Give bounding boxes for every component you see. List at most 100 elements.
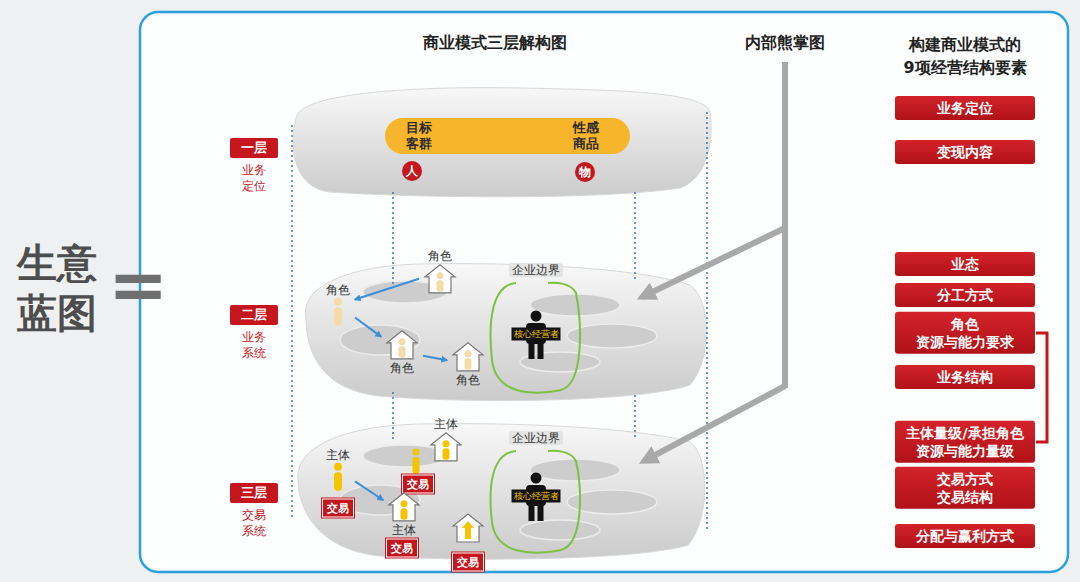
plane-patch xyxy=(363,445,447,467)
element-circle: 人 xyxy=(402,161,422,181)
element-text: 主体量级/承担角色 资源与能力量级 xyxy=(901,424,1029,460)
trade-text: 交易 xyxy=(452,553,484,572)
element-text: 交易方式 交易结构 xyxy=(909,470,1021,506)
element-box: 业务定位 xyxy=(895,96,1035,120)
person-head xyxy=(334,298,342,306)
house-outline xyxy=(389,493,419,521)
bracket-connector xyxy=(1036,333,1047,442)
house-outline xyxy=(431,433,461,461)
role-house: 角色 xyxy=(450,341,486,387)
flow-arrow xyxy=(423,356,447,360)
figure-head xyxy=(531,311,542,322)
layer-name: 交易系统 xyxy=(241,508,267,539)
core-operator: 核心经营者 xyxy=(506,472,566,522)
plane-patch xyxy=(530,294,620,316)
person-head xyxy=(334,463,342,471)
layer-plane xyxy=(305,264,706,401)
figure-head xyxy=(531,473,542,484)
person-body xyxy=(465,358,472,370)
house-icon xyxy=(422,263,458,295)
house-outline xyxy=(453,514,483,542)
person-body xyxy=(334,308,342,327)
role-label: 角色 xyxy=(388,361,416,375)
dotted-guides xyxy=(292,112,707,530)
equals-sign: = xyxy=(108,248,168,320)
person-body xyxy=(437,281,444,293)
role-label: 主体 xyxy=(390,523,418,537)
house-icon xyxy=(450,341,486,373)
pill-text: 性感商品 xyxy=(571,120,600,153)
element-box: 变现内容 xyxy=(895,140,1035,164)
element-box: 业态 xyxy=(895,252,1035,276)
trade-text: 交易 xyxy=(322,499,354,518)
person-body xyxy=(334,473,342,492)
element-box: 分配与赢利方式 xyxy=(895,524,1035,548)
house-outline xyxy=(387,331,417,359)
pointer-line xyxy=(782,62,788,388)
column-heading: 商业模式三层解构图 xyxy=(423,33,567,54)
boundary-label: 企业边界 xyxy=(509,263,563,277)
person-body xyxy=(399,346,406,358)
person-head xyxy=(399,338,406,345)
pointer-arrow xyxy=(642,228,785,297)
role-label: 主体 xyxy=(324,448,352,462)
trade-tag: 交易 xyxy=(386,539,418,558)
element-text: 分工方式 xyxy=(901,286,1029,304)
blueprint-title: 生意 蓝图 xyxy=(12,238,102,338)
layer-name: 业务系统 xyxy=(241,330,267,361)
positioning-pill: 目标客群 性感商品 xyxy=(385,118,630,154)
trade-text: 交易 xyxy=(402,475,434,494)
person-body xyxy=(401,508,408,520)
layer-tag: 三层交易系统 xyxy=(230,483,278,539)
figure-leg xyxy=(538,504,544,521)
dotted-guide xyxy=(634,192,635,280)
flow-arrow xyxy=(355,317,381,336)
boundary-line xyxy=(491,451,580,553)
plane-patches xyxy=(340,281,657,540)
role-label: 主体 xyxy=(432,417,460,431)
element-text: 变现内容 xyxy=(901,143,1029,161)
house-icon xyxy=(428,431,464,463)
role-label: 角色 xyxy=(454,373,482,387)
role-person: 角色 xyxy=(324,283,352,327)
enterprise-boundary: 企业边界核心经营者 xyxy=(486,431,586,558)
pill-text: 目标客群 xyxy=(405,120,434,153)
element-box: 角色 资源与能力要求 xyxy=(895,312,1035,354)
trade-tag: 交易 xyxy=(322,499,354,518)
trade-tag: 交易 xyxy=(402,475,434,494)
figure-leg xyxy=(529,504,535,521)
layer-plane xyxy=(293,88,711,197)
flow-arrow xyxy=(355,279,419,300)
enterprise-boundary: 企业边界核心经营者 xyxy=(486,263,586,398)
house-icon xyxy=(386,491,422,523)
house-icon xyxy=(453,514,483,542)
person-head xyxy=(437,273,444,280)
element-text: 角色 资源与能力要求 xyxy=(909,315,1021,351)
house-outline xyxy=(453,343,483,371)
person-body xyxy=(413,457,420,474)
layer-plane xyxy=(298,424,705,560)
figure-leg xyxy=(529,342,535,359)
flow-arrow xyxy=(355,481,383,500)
person-head xyxy=(443,441,450,448)
house-icon xyxy=(384,329,420,361)
pointer-arrow xyxy=(644,386,785,461)
role-person: 主体 xyxy=(324,448,352,492)
person-body xyxy=(443,449,450,461)
layer-name: 业务定位 xyxy=(241,163,267,194)
plane-patch xyxy=(520,520,600,540)
house-outline xyxy=(425,265,455,293)
element-box: 主体量级/承担角色 资源与能力量级 xyxy=(895,421,1035,463)
dotted-guide xyxy=(392,392,393,440)
element-text: 分配与赢利方式 xyxy=(901,527,1029,545)
circle-text: 物 xyxy=(579,164,591,181)
person-icon xyxy=(412,448,419,474)
dotted-guide xyxy=(706,112,707,530)
person-icon xyxy=(331,462,345,492)
layer-number: 三层 xyxy=(230,483,278,503)
element-circle: 物 xyxy=(575,162,595,182)
layer-tag: 一层业务定位 xyxy=(230,138,278,194)
role-house: 角色 xyxy=(422,249,458,295)
role-label: 角色 xyxy=(324,283,352,297)
